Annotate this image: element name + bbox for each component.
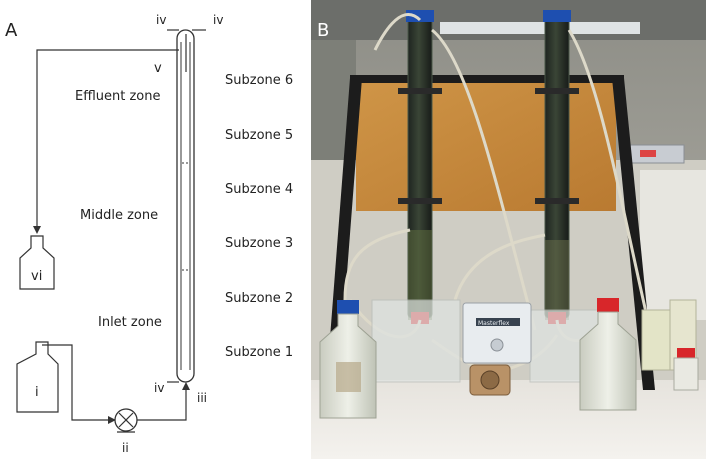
bottle-right xyxy=(579,298,637,411)
port-bottom-label: iv xyxy=(154,381,164,395)
panel-a-label: A xyxy=(5,20,18,41)
subzone-4-label: Subzone 4 xyxy=(225,182,293,197)
panel-a-schematic: A iv iv v vi i xyxy=(5,13,293,455)
pump-brand-label: Masterflex xyxy=(478,320,510,327)
column-outer-tube xyxy=(176,29,195,383)
reactor-column-diagram xyxy=(176,29,195,383)
effluent-bottle-label: vi xyxy=(31,269,42,284)
pump-label: ii xyxy=(122,441,129,455)
zone-inlet-label: Inlet zone xyxy=(98,315,162,330)
pump-symbol xyxy=(114,408,138,433)
feed-bottle-label: i xyxy=(35,385,39,400)
effluent-arrowhead xyxy=(33,226,41,234)
port-top-left-label: iv xyxy=(156,13,166,27)
frame-leg-left xyxy=(326,78,362,390)
subzone-1-label: Subzone 1 xyxy=(225,345,293,360)
zone-middle-label: Middle zone xyxy=(80,208,158,223)
subzone-3-label: Subzone 3 xyxy=(225,236,293,251)
peristaltic-pump: Masterflex xyxy=(462,302,532,396)
bottle-left xyxy=(319,300,377,419)
instrument-display xyxy=(640,150,656,157)
effluent-port-label: v xyxy=(154,61,162,76)
right-wall-panel xyxy=(640,170,706,320)
water-basin-left xyxy=(371,299,461,383)
inlet-label: iii xyxy=(197,391,207,405)
feed-line xyxy=(42,344,115,421)
zone-effluent-label: Effluent zone xyxy=(75,89,161,104)
inlet-arrowhead xyxy=(182,382,190,390)
frame-top-bar xyxy=(350,75,624,83)
bottles-far-right xyxy=(641,299,699,391)
panel-b-photo: Masterflex B xyxy=(311,0,706,459)
subzone-2-label: Subzone 2 xyxy=(225,291,293,306)
inlet-line xyxy=(137,386,187,421)
panel-b-label: B xyxy=(317,20,329,41)
subzone-5-label: Subzone 5 xyxy=(225,128,293,143)
port-top-right-label: iv xyxy=(213,13,223,27)
effluent-line xyxy=(36,49,179,230)
ceiling-light xyxy=(440,22,640,34)
feed-arrowhead xyxy=(108,416,116,424)
column-right xyxy=(535,10,579,324)
feed-bottle xyxy=(16,341,59,413)
effluent-bottle xyxy=(19,235,55,290)
subzone-6-label: Subzone 6 xyxy=(225,73,293,88)
